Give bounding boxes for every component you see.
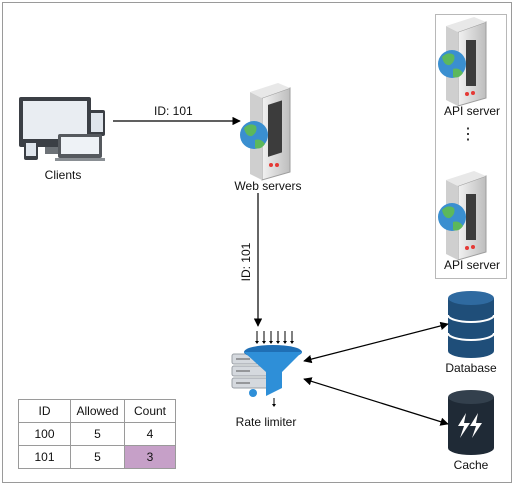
table-cell: 5 (70, 445, 125, 469)
table-row: 101 5 3 (18, 445, 176, 469)
database-label: Database (445, 361, 497, 375)
api-server-bottom-label: API server (443, 258, 500, 272)
web-servers-label: Web servers (234, 179, 302, 193)
table-row: 100 5 4 (18, 422, 176, 446)
table-header-row: ID Allowed Count (18, 399, 176, 423)
table-cell: 100 (18, 422, 71, 446)
table-cell-highlighted: 3 (124, 445, 176, 469)
table-header-cell: Allowed (70, 399, 125, 423)
table-header-cell: ID (18, 399, 71, 423)
edge-limiter-database (303, 321, 449, 364)
clients-icon (19, 97, 105, 161)
cache-label: Cache (453, 458, 489, 472)
rate-limiter-label: Rate limiter (235, 415, 297, 429)
web-server-icon (240, 83, 291, 181)
database-icon (447, 291, 495, 358)
table-cell: 4 (124, 422, 176, 446)
table-cell: 5 (70, 422, 125, 446)
diagram-frame (2, 2, 512, 483)
api-server-top-label: API server (443, 104, 500, 118)
api-ellipsis: ⋮ (460, 126, 476, 143)
api-server-bottom-icon (438, 171, 487, 261)
api-server-top-icon (438, 17, 487, 107)
edge-label-web-limiter: ID: 101 (239, 242, 253, 282)
rate-limiter-icon (231, 331, 302, 407)
table-cell: 101 (18, 445, 71, 469)
api-servers-group (435, 14, 507, 279)
clients-label: Clients (44, 168, 82, 182)
edge-label-clients-web: ID: 101 (154, 104, 193, 118)
rate-table: ID Allowed Count 100 5 4 101 5 3 (18, 399, 176, 469)
edge-limiter-cache (303, 377, 449, 426)
cache-icon (448, 390, 494, 455)
table-header-cell: Count (124, 399, 176, 423)
